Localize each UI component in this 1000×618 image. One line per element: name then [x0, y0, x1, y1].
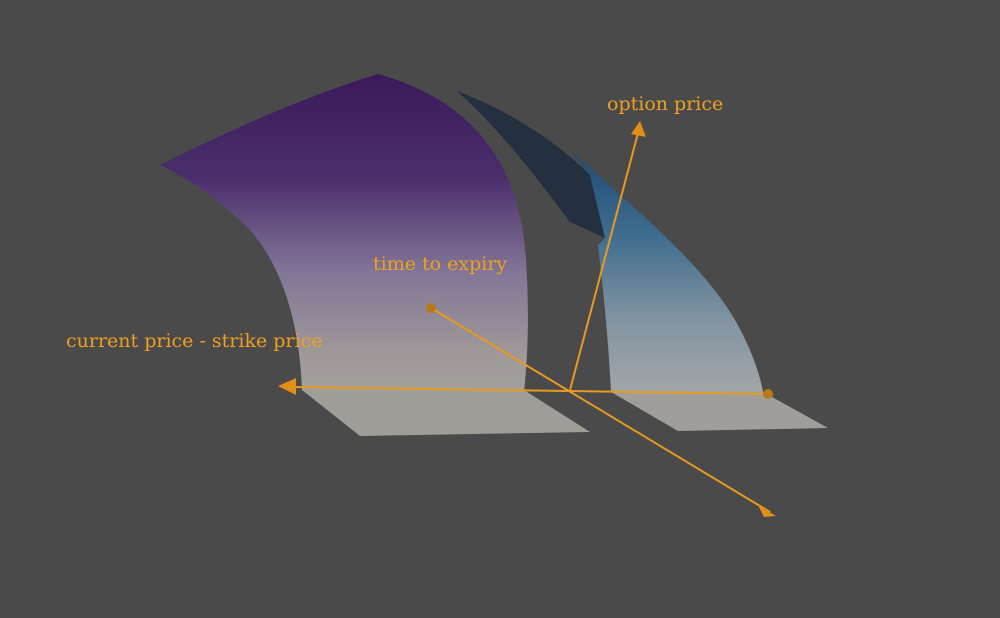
- right-floor-plane: [611, 392, 828, 431]
- option-price-label: option price: [607, 93, 723, 115]
- time-to-expiry-axis-origin-marker: [426, 303, 436, 313]
- time-to-expiry-axis: [430, 307, 771, 513]
- current-price-axis: [291, 386, 769, 395]
- current-price-axis-arrowhead: [278, 378, 296, 395]
- current-minus-strike-label: current price - strike price: [66, 330, 322, 352]
- current-price-axis-end-marker: [763, 389, 773, 399]
- option-price-axis: [569, 132, 639, 391]
- time-to-expiry-label: time to expiry: [373, 253, 507, 275]
- option-price-axis-arrowhead: [631, 121, 646, 137]
- right-surface: [570, 150, 763, 392]
- left-floor-plane: [302, 390, 590, 436]
- axes-group: [278, 121, 776, 517]
- time-to-expiry-axis-arrowhead: [758, 505, 776, 517]
- left-surface: [160, 74, 528, 392]
- right-surface-backside: [457, 91, 605, 238]
